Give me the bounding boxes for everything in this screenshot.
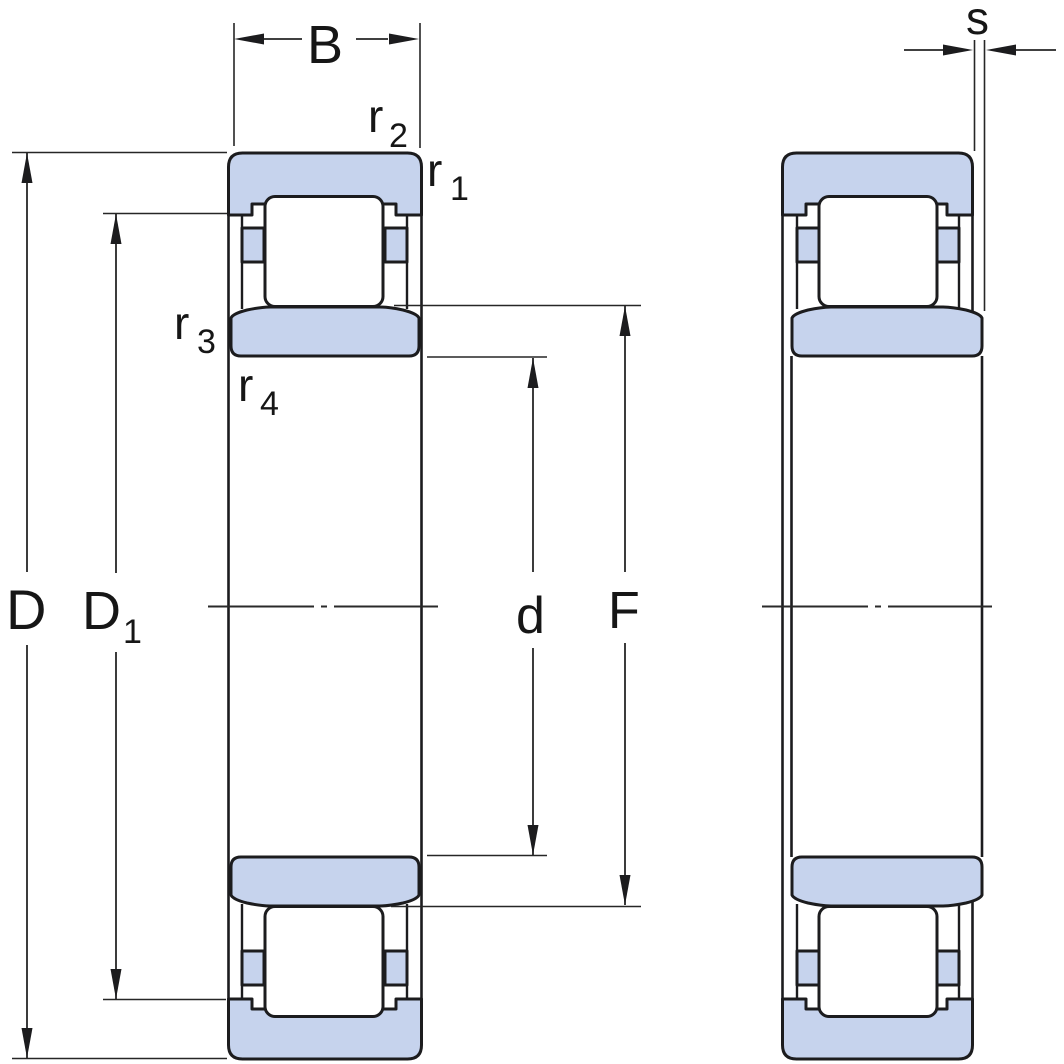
inner-ring-top xyxy=(229,305,421,358)
cage-bar xyxy=(935,949,961,987)
arrowhead-down xyxy=(619,875,631,905)
roller-top xyxy=(263,195,385,308)
arrowhead-up xyxy=(527,358,539,388)
dim-label-d: d xyxy=(516,587,545,645)
roller-top xyxy=(817,195,939,308)
arrowhead-up xyxy=(110,214,122,244)
arrowhead-down xyxy=(527,825,539,855)
arrowhead-left xyxy=(234,33,264,45)
cage-bar xyxy=(240,949,266,987)
dim-label-D1-sub: 1 xyxy=(123,613,142,651)
arrowhead-right xyxy=(943,44,973,56)
dim-D1-extension-lines xyxy=(103,212,227,1001)
displaced-section-view xyxy=(762,151,992,1061)
arrowhead-left xyxy=(986,44,1016,56)
inner-ring-top-displaced xyxy=(790,305,984,358)
dim-label-D: D xyxy=(6,578,46,641)
dim-label-r1: r xyxy=(427,144,442,196)
dim-label-r2-sub: 2 xyxy=(389,117,408,155)
dim-label-B: B xyxy=(307,15,343,75)
inner-ring-bottom-displaced xyxy=(790,855,984,908)
dim-label-F: F xyxy=(608,582,640,640)
roller-bottom xyxy=(263,905,385,1018)
dim-label-D1: D xyxy=(82,581,121,641)
dim-label-s: s xyxy=(966,0,989,44)
cage-bar xyxy=(935,226,961,264)
inner-ring-bottom xyxy=(229,855,421,908)
cage-bar xyxy=(383,949,409,987)
dim-s-extension-lines xyxy=(973,40,986,311)
dim-D-extension-lines xyxy=(12,151,227,1060)
arrowhead-right xyxy=(389,33,419,45)
arrowhead-up xyxy=(619,306,631,336)
dim-F-extension-lines xyxy=(391,304,641,908)
cage-bar xyxy=(383,226,409,264)
cage-bar xyxy=(240,226,266,264)
dim-d-extension-lines xyxy=(427,356,547,857)
arrowhead-up xyxy=(21,153,33,183)
roller-bottom xyxy=(817,905,939,1018)
arrowhead-down xyxy=(21,1028,33,1058)
dim-label-r3: r xyxy=(174,297,189,349)
dim-label-r3-sub: 3 xyxy=(197,323,216,361)
main-section-view xyxy=(208,151,438,1061)
cage-bar xyxy=(795,226,821,264)
dimension-annotations: B D D 1 d F s r 2 r 1 xyxy=(6,0,1056,1060)
dim-B-extension-lines xyxy=(233,23,421,148)
dim-label-r4: r xyxy=(238,359,253,411)
cage-bar xyxy=(795,949,821,987)
dim-label-r1-sub: 1 xyxy=(450,170,469,208)
dim-label-r2: r xyxy=(368,90,383,142)
arrowhead-down xyxy=(110,969,122,999)
dim-label-r4-sub: 4 xyxy=(260,385,279,423)
